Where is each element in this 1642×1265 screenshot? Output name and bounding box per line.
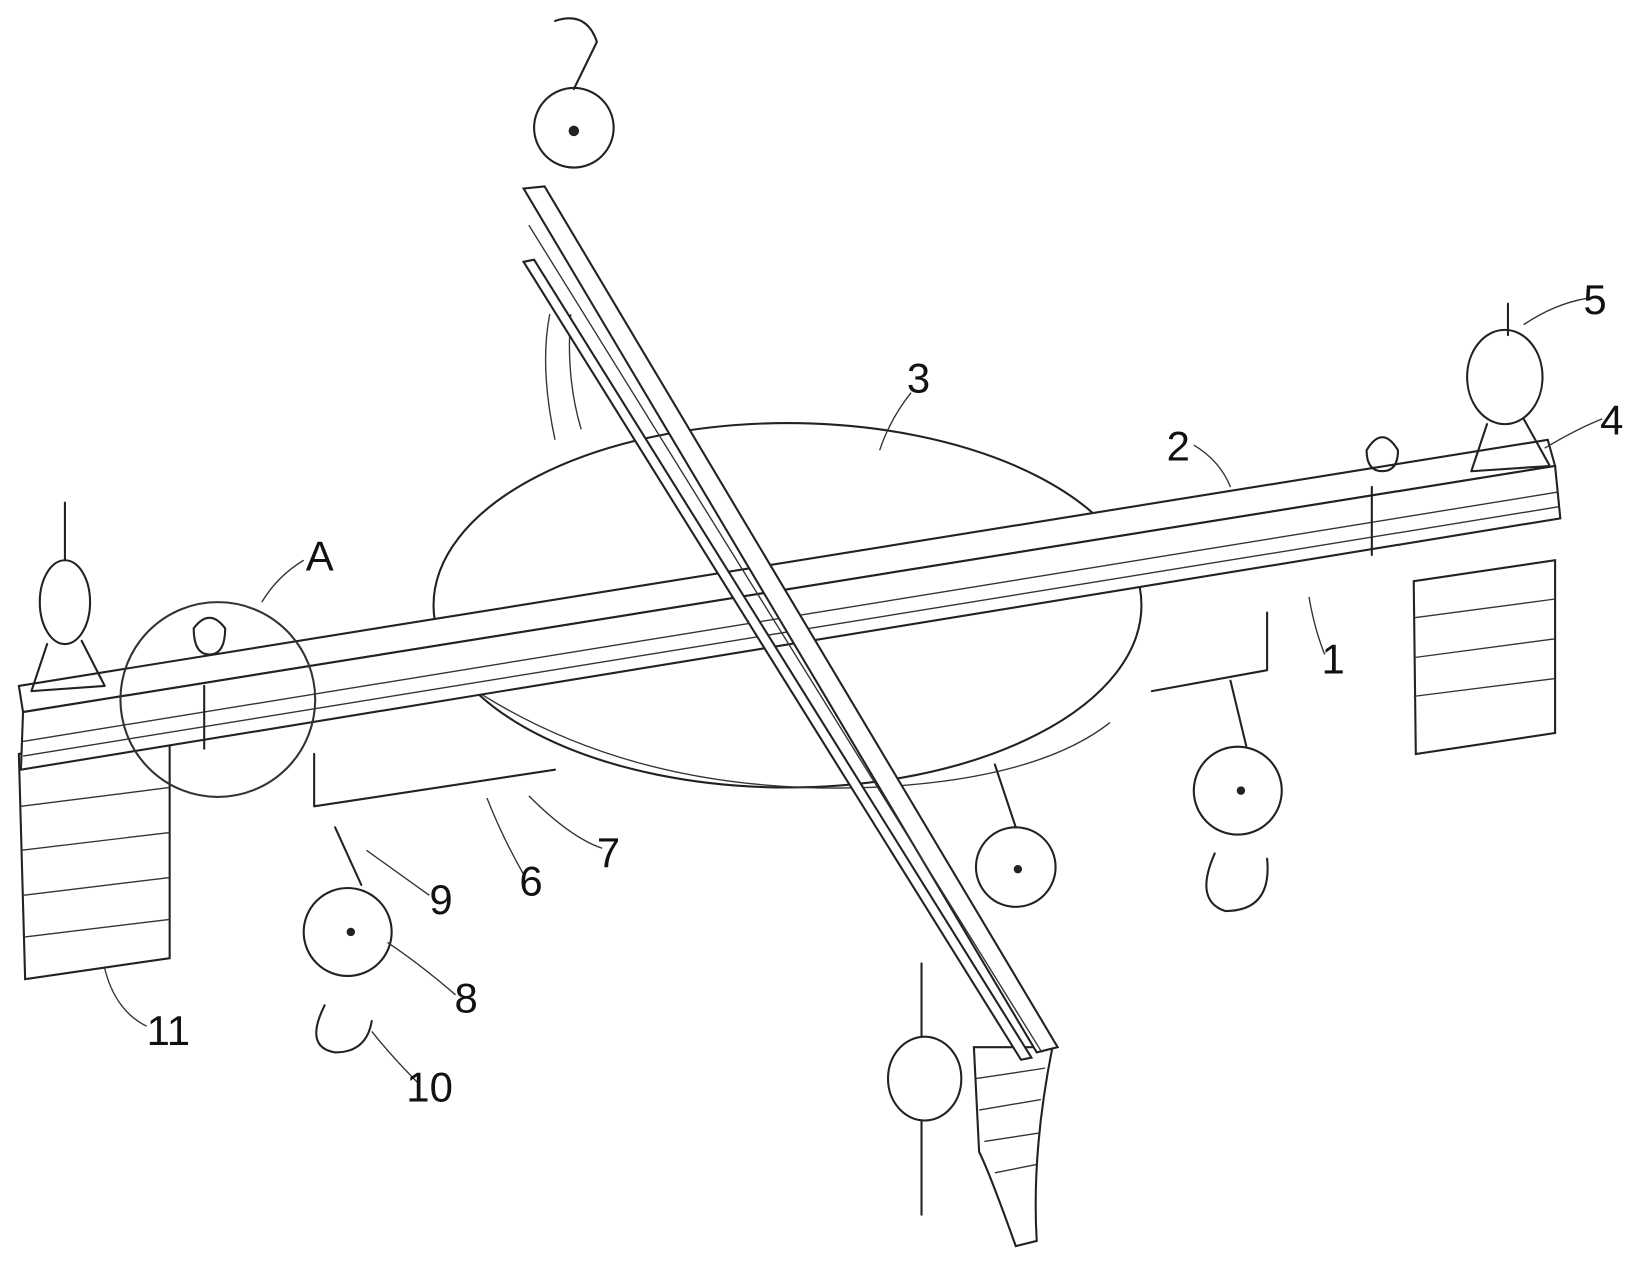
label-7: 7 [597,829,620,876]
label-a: A [306,533,334,580]
pulley-top [534,18,614,167]
label-1: 1 [1322,635,1345,682]
left-curtain-panel [19,733,170,979]
label-11: 11 [147,1007,190,1054]
label-6: 6 [519,857,542,904]
label-3: 3 [907,355,930,402]
pulley-left [31,503,104,691]
label-8: 8 [454,975,477,1022]
pulley-right-lower [1194,681,1282,911]
pulley-bottom [888,963,961,1214]
label-2: 2 [1167,423,1190,470]
label-9: 9 [429,876,452,923]
label-5: 5 [1583,276,1606,323]
pulley-8 [304,827,392,1052]
right-curtain-panel [1414,560,1555,754]
lower-curtain-panel [974,1047,1053,1246]
label-4: 4 [1600,397,1623,444]
pulley-center [976,764,1056,906]
label-10: 10 [406,1064,453,1111]
